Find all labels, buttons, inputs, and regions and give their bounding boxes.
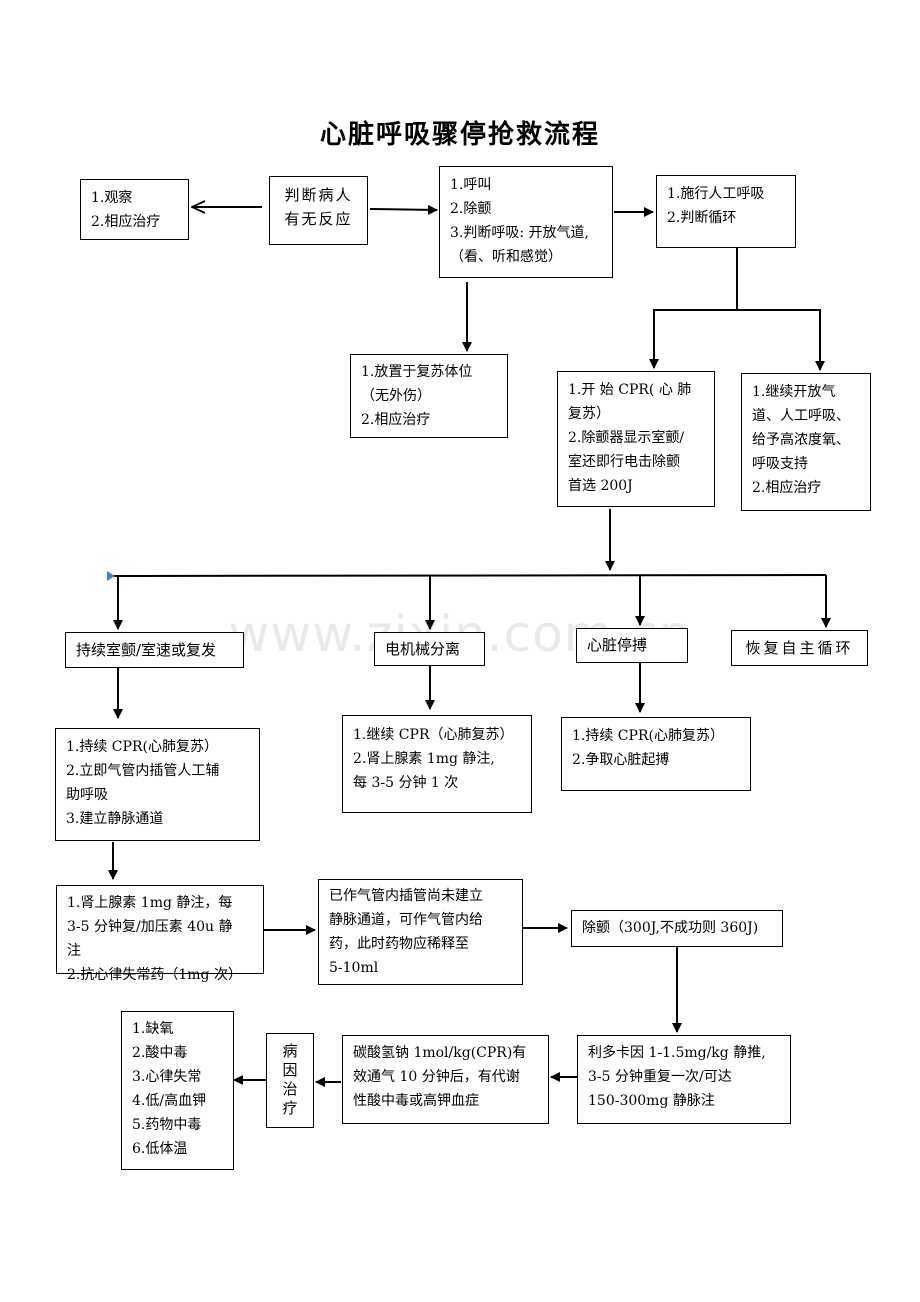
node-judge-line: 判断病人 — [284, 186, 353, 204]
node-emd-label: 电机械分离 — [385, 640, 461, 658]
node-call-line: 1.呼叫 — [450, 177, 492, 193]
node-tracheal-line: 已作气管内插管尚未建立 — [329, 888, 483, 904]
node-etiology-char: 病 — [282, 1042, 298, 1060]
node-recovery-line: 2.相应治疗 — [361, 412, 431, 428]
node-airway-line: 道、人工呼吸、 — [752, 408, 850, 424]
node-cpr-line: 1.开 始 CPR( 心 肺 — [568, 382, 692, 398]
node-artificial-breathing: 1.施行人工呼吸 2.判断循环 — [656, 175, 796, 248]
node-emd-actions: 1.继续 CPR（心肺复苏） 2.肾上腺素 1mg 静注, 每 3-5 分钟 1… — [342, 715, 532, 813]
node-airway-line: 1.继续开放气 — [752, 384, 836, 400]
node-asystole-actions: 1.持续 CPR(心肺复苏） 2.争取心脏起搏 — [561, 717, 751, 791]
bus-line — [111, 574, 827, 577]
node-vf-actions-line: 3.建立静脉通道 — [66, 811, 164, 827]
flow-start-marker — [107, 571, 115, 581]
node-persistent-vf-label: 持续室颤/室速或复发 — [76, 641, 217, 659]
node-breathing-line: 2.判断循环 — [667, 210, 737, 226]
node-emd: 电机械分离 — [374, 632, 485, 666]
edge-judge-call — [369, 204, 438, 215]
node-epi-line: 3-5 分钟复/加压素 40u 静 — [67, 919, 233, 935]
node-observe-line: 2.相应治疗 — [91, 214, 161, 230]
node-asystole-actions-line: 2.争取心脏起搏 — [572, 752, 670, 768]
chart-title: 心脏呼吸骤停抢救流程 — [319, 120, 600, 150]
node-etiology-char: 治 — [282, 1080, 298, 1098]
node-bicarb-line: 碳酸氢钠 1mol/kg(CPR)有 — [353, 1045, 527, 1061]
node-breathing-line: 1.施行人工呼吸 — [667, 186, 765, 202]
node-judge-response: 判断病人 有无反应 — [269, 176, 368, 245]
node-causes-line: 5.药物中毒 — [132, 1117, 202, 1133]
node-causes-line: 3.心律失常 — [132, 1069, 202, 1085]
node-lidocaine-line: 150-300mg 静脉注 — [588, 1093, 715, 1109]
node-epinephrine: 1.肾上腺素 1mg 静注，每 3-5 分钟复/加压素 40u 静 注 2.抗心… — [56, 885, 264, 983]
node-etiology-char: 因 — [282, 1061, 298, 1079]
node-recovery-line: （无外伤） — [361, 388, 431, 404]
node-rosc-label: 恢复自主循环 — [745, 639, 854, 657]
node-lidocaine-line: 利多卡因 1-1.5mg/kg 静推, — [588, 1045, 766, 1061]
node-cpr-line: 2.除颤器显示室颤/ — [568, 430, 685, 446]
node-causes-line: 1.缺氧 — [132, 1021, 174, 1037]
node-emd-actions-line: 2.肾上腺素 1mg 静注, — [353, 751, 495, 767]
node-defib-300: 除颤（300J,不成功则 360J) — [571, 910, 783, 947]
node-judge-line: 有无反应 — [284, 210, 353, 228]
node-bicarb: 碳酸氢钠 1mol/kg(CPR)有 效通气 10 分钟后，有代谢 性酸中毒或高… — [342, 1035, 549, 1124]
node-causes: 1.缺氧 2.酸中毒 3.心律失常 4.低/高血钾 5.药物中毒 6.低体温 — [121, 1011, 234, 1170]
node-epi-line: 1.肾上腺素 1mg 静注，每 — [67, 895, 233, 911]
node-vf-actions-line: 1.持续 CPR(心肺复苏） — [66, 739, 218, 755]
node-lidocaine: 利多卡因 1-1.5mg/kg 静推, 3-5 分钟重复一次/可达 150-30… — [577, 1035, 791, 1124]
node-rosc: 恢复自主循环 — [731, 630, 868, 666]
node-recovery-position: 1.放置于复苏体位 （无外伤） 2.相应治疗 — [350, 354, 508, 438]
node-asystole: 心脏停搏 — [576, 628, 688, 663]
node-airway-line: 呼吸支持 — [752, 456, 808, 472]
node-tracheal-line: 静脉通道，可作气管内给 — [329, 912, 483, 928]
node-cpr-line: 首选 200J — [568, 478, 633, 494]
node-continue-airway: 1.继续开放气 道、人工呼吸、 给予高浓度氧、 呼吸支持 2.相应治疗 — [741, 373, 871, 511]
node-defib-label: 除颤（300J,不成功则 360J) — [582, 920, 759, 936]
node-asystole-actions-line: 1.持续 CPR(心肺复苏） — [572, 728, 724, 744]
node-emd-actions-line: 1.继续 CPR（心肺复苏） — [353, 727, 514, 743]
node-call-line: （看、听和感觉） — [450, 249, 562, 265]
node-tracheal-line: 药，此时药物应稀释至 — [329, 936, 469, 952]
node-recovery-line: 1.放置于复苏体位 — [361, 364, 473, 380]
node-observe-line: 1.观察 — [91, 190, 133, 206]
node-bicarb-line: 效通气 10 分钟后，有代谢 — [353, 1069, 520, 1085]
node-asystole-label: 心脏停搏 — [587, 636, 648, 654]
node-lidocaine-line: 3-5 分钟重复一次/可达 — [588, 1069, 732, 1085]
node-vf-actions-line: 助呼吸 — [66, 787, 108, 803]
node-emd-actions-line: 每 3-5 分钟 1 次 — [353, 775, 459, 791]
node-start-cpr: 1.开 始 CPR( 心 肺 复苏） 2.除颤器显示室颤/ 室还即行电击除颤 首… — [557, 371, 715, 507]
node-airway-line: 给予高浓度氧、 — [752, 432, 850, 448]
node-persistent-vf: 持续室颤/室速或复发 — [65, 632, 244, 668]
node-vf-actions: 1.持续 CPR(心肺复苏） 2.立即气管内插管人工辅 助呼吸 3.建立静脉通道 — [55, 728, 260, 841]
node-call: 1.呼叫 2.除颤 3.判断呼吸: 开放气道, （看、听和感觉） — [439, 166, 613, 278]
node-causes-line: 2.酸中毒 — [132, 1045, 188, 1061]
node-call-line: 3.判断呼吸: 开放气道, — [450, 225, 589, 241]
node-observe: 1.观察 2.相应治疗 — [80, 179, 189, 240]
node-epi-line: 2.抗心律失常药（1mg 次） — [67, 967, 242, 983]
node-cpr-line: 室还即行电击除颤 — [568, 454, 680, 470]
node-call-line: 2.除颤 — [450, 201, 492, 217]
node-vf-actions-line: 2.立即气管内插管人工辅 — [66, 763, 220, 779]
node-causes-line: 4.低/高血钾 — [132, 1093, 207, 1109]
node-airway-line: 2.相应治疗 — [752, 480, 822, 496]
node-epi-line: 注 — [67, 943, 81, 959]
node-bicarb-line: 性酸中毒或高钾血症 — [353, 1093, 479, 1109]
edge-split-airway — [737, 309, 825, 371]
edge-split-cpr — [649, 309, 737, 369]
node-etiology-treatment: 病 因 治 疗 — [266, 1033, 314, 1128]
node-tracheal-line: 5-10ml — [329, 960, 379, 976]
node-tracheal-route: 已作气管内插管尚未建立 静脉通道，可作气管内给 药，此时药物应稀释至 5-10m… — [318, 879, 523, 985]
node-etiology-char: 疗 — [282, 1099, 298, 1117]
node-causes-line: 6.低体温 — [132, 1141, 188, 1157]
node-cpr-line: 复苏） — [568, 406, 610, 422]
